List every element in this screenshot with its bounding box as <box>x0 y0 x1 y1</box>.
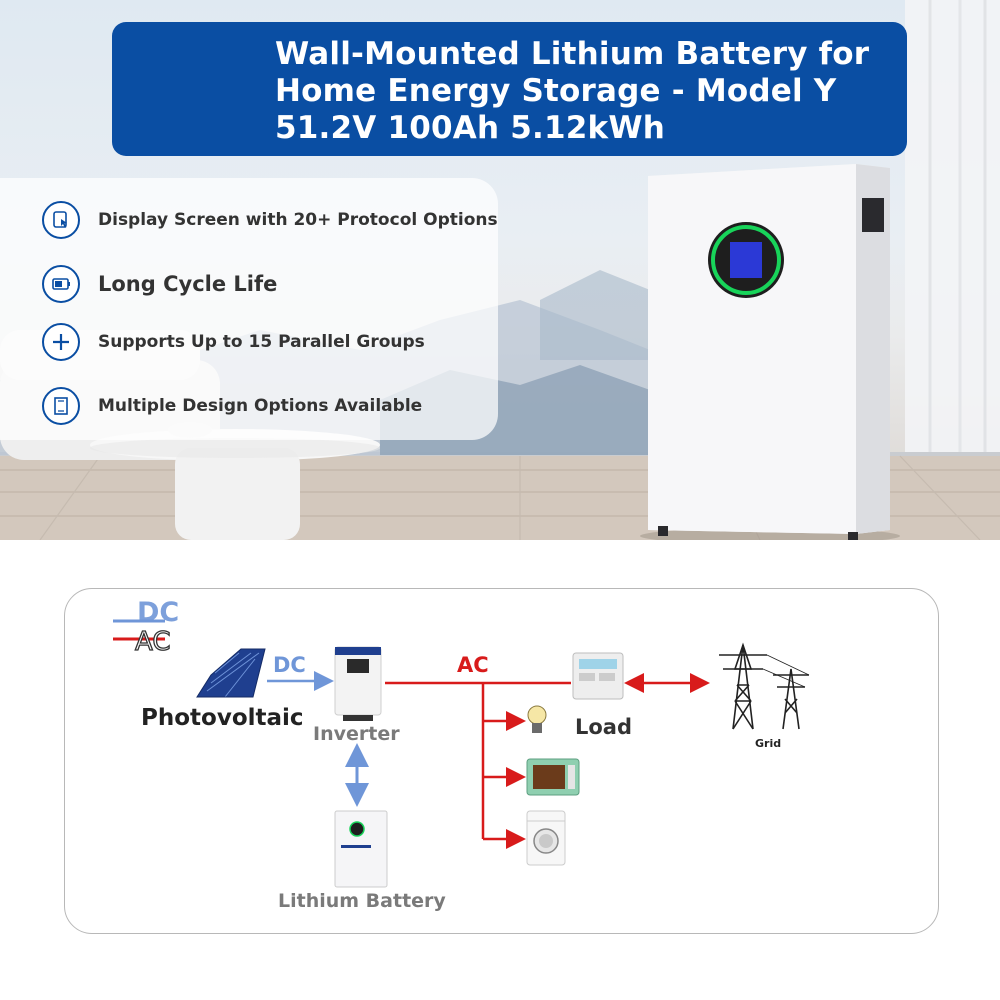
feature-label: Display Screen with 20+ Protocol Options <box>98 210 498 230</box>
feature-label: Supports Up to 15 Parallel Groups <box>98 332 425 352</box>
washing-machine-icon <box>526 810 566 866</box>
title-line-2: Home Energy Storage - Model Y <box>275 73 837 109</box>
feature-cycle-life: Long Cycle Life <box>42 264 277 304</box>
design-frame-icon <box>42 387 80 425</box>
feature-display-screen: Display Screen with 20+ Protocol Options <box>42 200 498 240</box>
lithium-battery-icon <box>334 810 388 888</box>
feature-panel <box>0 178 498 440</box>
load-label: Load <box>575 715 633 739</box>
dc-label: DC <box>273 653 306 677</box>
feature-parallel-groups: Supports Up to 15 Parallel Groups <box>42 322 425 362</box>
touch-screen-icon <box>42 201 80 239</box>
grid-label: Grid <box>755 737 782 750</box>
system-diagram-frame: DC AC Photovoltaic DC Inverter AC Load G… <box>64 588 939 934</box>
light-bulb-icon <box>527 705 547 733</box>
energy-meter-icon <box>572 652 624 700</box>
legend-dc-label: DC <box>137 597 180 628</box>
photovoltaic-label: Photovoltaic <box>141 705 304 731</box>
legend-ac-label: AC <box>134 626 171 657</box>
inverter-icon <box>334 646 382 721</box>
oven-icon <box>526 758 580 796</box>
system-diagram-graphics <box>113 619 810 888</box>
title-banner <box>112 22 907 156</box>
inverter-label: Inverter <box>313 723 400 745</box>
hero-battery-unit <box>648 164 890 540</box>
plus-icon <box>42 323 80 361</box>
battery-cycle-icon <box>42 265 80 303</box>
battery-label: Lithium Battery <box>278 890 446 912</box>
title-line-3: 51.2V 100Ah 5.12kWh <box>275 110 665 146</box>
feature-design-options: Multiple Design Options Available <box>42 386 422 426</box>
power-tower-icon <box>719 642 810 730</box>
feature-label: Multiple Design Options Available <box>98 396 423 416</box>
ac-label: AC <box>457 653 489 677</box>
feature-label: Long Cycle Life <box>98 272 278 296</box>
title-line-1: Wall-Mounted Lithium Battery for <box>275 36 870 72</box>
hero-section: Wall-Mounted Lithium Battery for Home En… <box>0 0 1000 540</box>
solar-panel-icon <box>196 648 266 698</box>
